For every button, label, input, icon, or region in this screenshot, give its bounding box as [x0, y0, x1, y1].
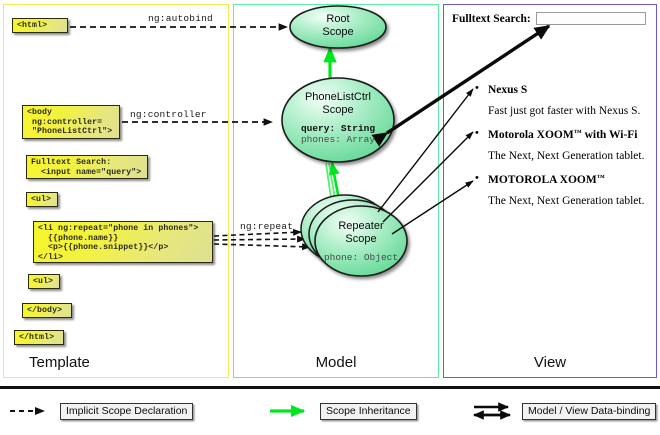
legend-label: Scope Inheritance — [320, 402, 417, 420]
template-box-body-close: </body> — [22, 303, 72, 318]
template-box-html-close: </html> — [14, 330, 64, 345]
phone-list: Nexus S Fast just got faster with Nexus … — [475, 80, 660, 215]
phone-snippet: Fast just got faster with Nexus S. — [488, 105, 641, 117]
template-box-ul-close: <ul> — [28, 274, 60, 289]
phone-name: MOTOROLA XOOM™ — [475, 170, 660, 188]
list-item: Motorola XOOM™ with Wi-Fi The Next, Next… — [475, 125, 660, 164]
panel-template: Template — [3, 4, 229, 378]
legend-label: Implicit Scope Declaration — [60, 402, 194, 420]
green-arrow-icon — [270, 404, 306, 418]
template-box-html-open: <html> — [12, 18, 68, 33]
fulltext-search-input[interactable] — [535, 12, 646, 25]
list-item: MOTOROLA XOOM™ The Next, Next Generation… — [475, 170, 660, 209]
trademark-icon: ™ — [596, 173, 605, 182]
legend-label: Model / View Data-binding — [522, 402, 657, 420]
legend-item-implicit-scope-declaration: Implicit Scope Declaration — [8, 401, 194, 421]
legend-item-model-view-data-binding: Model / View Data-binding — [470, 401, 657, 421]
fulltext-search-label: Fulltext Search: — [452, 12, 531, 25]
phone-snippet: The Next, Next Generation tablet. — [488, 195, 645, 207]
edge-label-ng-repeat: ng:repeat — [240, 221, 294, 232]
legend: Implicit Scope Declaration Scope Inherit… — [0, 386, 660, 435]
panel-template-title: Template — [29, 354, 90, 371]
view-content: Fulltext Search: Nexus S Fast just got f… — [452, 12, 652, 207]
edge-label-ng-autobind: ng:autobind — [148, 13, 213, 24]
panel-model-title: Model — [315, 354, 357, 371]
template-box-ul-open: <ul> — [26, 192, 58, 207]
trademark-icon: ™ — [573, 128, 582, 137]
dashed-arrow-icon — [10, 407, 45, 415]
template-box-li-repeat: <li ng:repeat="phone in phones"> {{phone… — [33, 221, 213, 263]
template-box-search: Fulltext Search: <input name="query"> — [26, 155, 148, 179]
phone-snippet: The Next, Next Generation tablet. — [488, 150, 645, 162]
edge-label-ng-controller: ng:controller — [130, 109, 207, 120]
phone-name: Motorola XOOM™ with Wi-Fi — [475, 125, 660, 143]
phone-name: Nexus S — [475, 80, 660, 98]
list-item: Nexus S Fast just got faster with Nexus … — [475, 80, 660, 119]
double-arrow-icon — [472, 402, 512, 420]
panel-view-title: View — [533, 354, 567, 371]
panel-model: Model — [233, 4, 439, 378]
fulltext-search-row: Fulltext Search: — [452, 12, 652, 25]
legend-item-scope-inheritance: Scope Inheritance — [268, 401, 417, 421]
template-box-body-open: <body ng:controller= "PhoneListCtrl"> — [22, 105, 120, 139]
